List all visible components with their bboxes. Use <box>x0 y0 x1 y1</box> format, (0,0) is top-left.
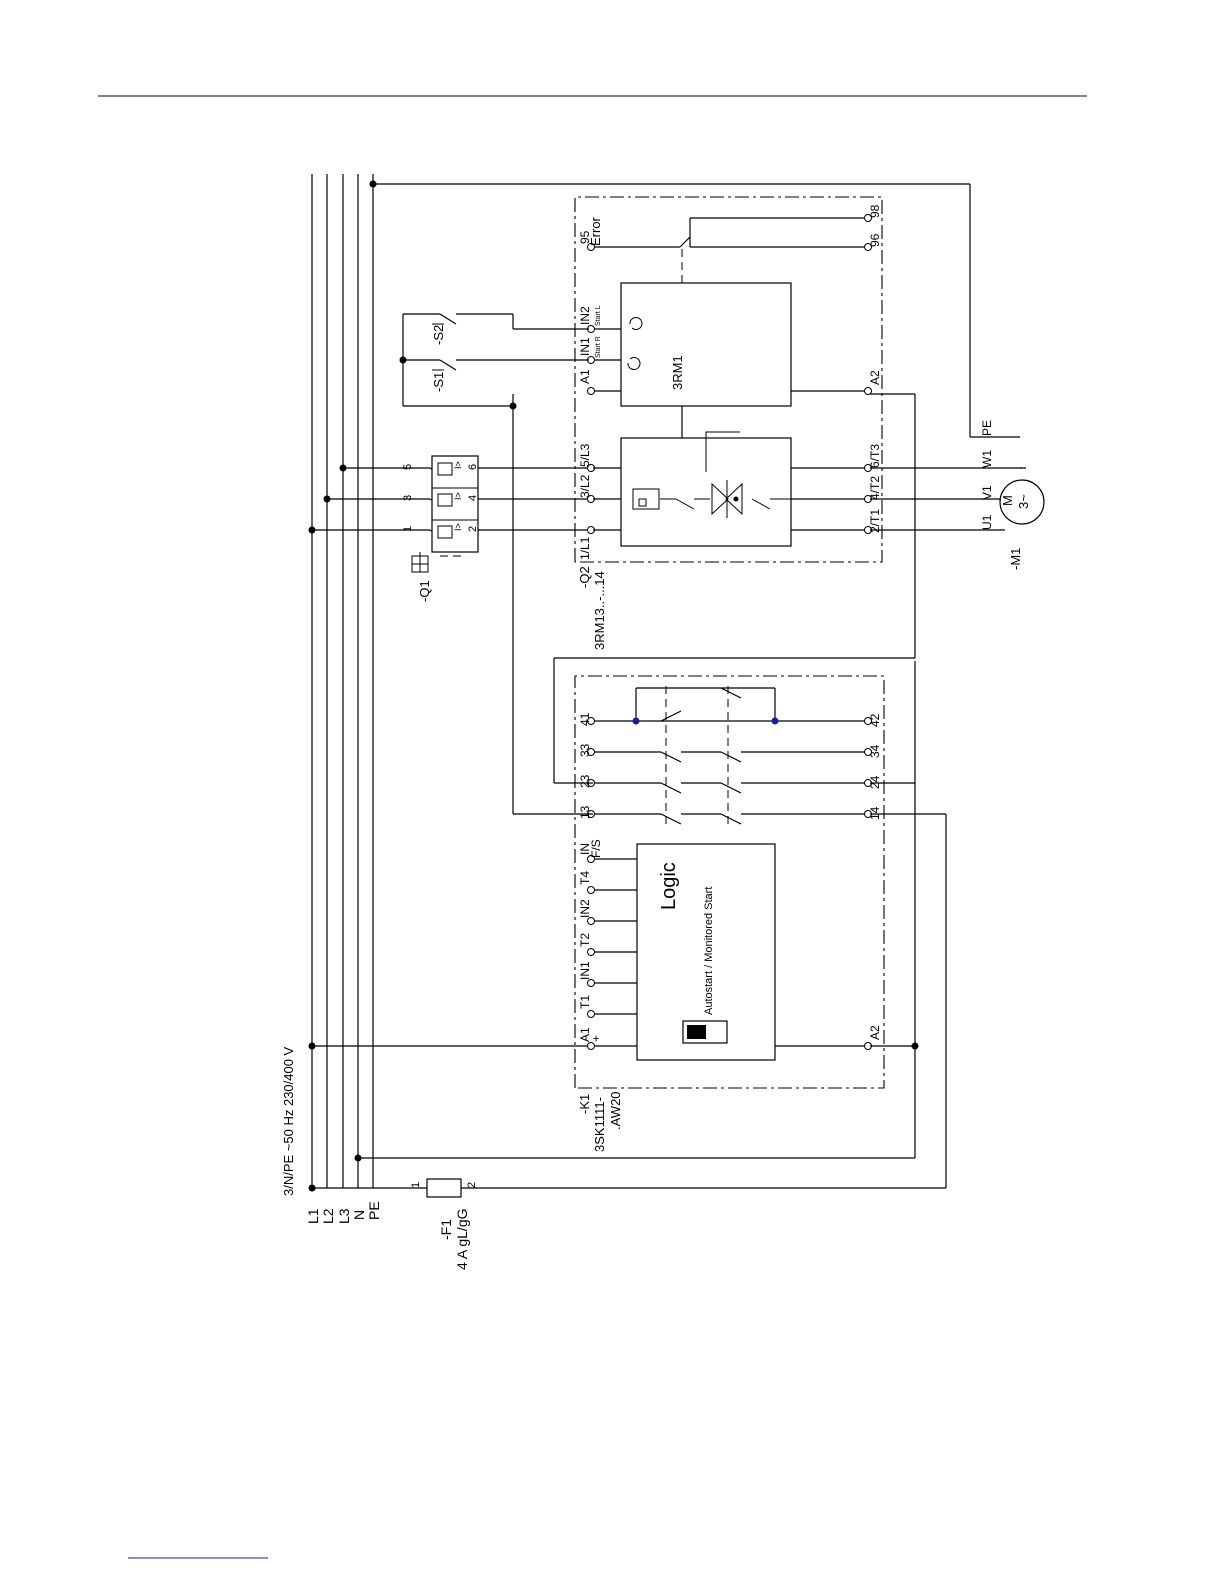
k1-terminal-41: 41 <box>578 712 592 726</box>
k1-terminal-42: 42 <box>868 713 882 727</box>
supply-buses <box>308 174 374 1192</box>
fuse-pin-2: 2 <box>466 1182 478 1188</box>
soft-starter-control-name: 3RM1 <box>670 355 685 390</box>
q2-terminal-a2: A2 <box>868 370 882 385</box>
q2-in2-sub: Start L <box>595 305 602 326</box>
k1-terminal-t1: T1 <box>578 995 592 1009</box>
motor-terminal-u1: U1 <box>980 514 994 530</box>
bus-label-l3: L3 <box>336 1208 352 1224</box>
q2-terminal-3-l2: 3/L2 <box>578 474 592 498</box>
q2-control-box <box>620 282 792 407</box>
safety-relay-type-2: .AW20 <box>608 1091 623 1130</box>
fuse-pin-1: 1 <box>410 1182 422 1188</box>
logic-title: Logic <box>658 862 680 910</box>
motor-m1 <box>369 180 1045 525</box>
logic-subtitle: Autostart / Monitored Start <box>703 887 715 1015</box>
breaker-pin-4: 4 <box>467 495 479 501</box>
k1-terminal-13: 13 <box>578 805 592 819</box>
k1-terminal-a2: A2 <box>868 1025 882 1040</box>
fuse-f1-body <box>426 1178 462 1198</box>
q2-terminal-2-t1: 2/T1 <box>868 509 882 533</box>
breaker-tag: -Q1 <box>417 580 432 602</box>
k1-terminal-34: 34 <box>868 744 882 758</box>
fuse-rating: 4 A gL/gG <box>454 1209 470 1271</box>
k1-terminal-24: 24 <box>868 775 882 789</box>
q2-terminal-4-t2: 4/T2 <box>868 476 882 500</box>
fuse-branch <box>312 814 947 1198</box>
breaker-pin-3: 3 <box>402 495 414 501</box>
k1-terminal-t4: T4 <box>578 871 592 885</box>
pushbutton-s2-tag: -S2 <box>431 325 446 345</box>
bus-label-n: N <box>351 1210 367 1220</box>
breaker-symbol-3: I> <box>453 461 463 469</box>
breaker-symbol-1: I> <box>453 523 463 531</box>
pushbutton-s1-tag: -S1 <box>431 372 446 392</box>
schematic-rotated <box>308 174 1045 1198</box>
k1-terminal-in1: IN1 <box>578 961 592 980</box>
labels: L1 L2 L3 N PE 3/N/PE ~50 Hz 230/400 V -F… <box>281 204 1031 1270</box>
q2-terminal-6-t3: 6/T3 <box>868 444 882 468</box>
soft-starter-type: 3RM13..-...14 <box>592 571 607 650</box>
q2-in1-sub: Start R <box>595 336 602 358</box>
q2-enclosure <box>574 196 883 563</box>
motor-terminal-v1: V1 <box>980 485 994 500</box>
safety-relay-type-1: 3SK1111- <box>592 1097 607 1152</box>
safety-relay-tag: -K1 <box>577 1094 592 1114</box>
k1-a1-sign: + <box>589 1035 603 1042</box>
q2-error-label: Error <box>588 216 603 246</box>
q2-terminal-5-l3: 5/L3 <box>578 443 592 467</box>
motor-tag: -M1 <box>1008 548 1023 570</box>
breaker-pin-5: 5 <box>402 464 414 470</box>
q2-terminal-96: 96 <box>868 233 882 247</box>
q2-terminal-a1: A1 <box>578 369 592 384</box>
soft-starter-tag: -Q2 <box>577 566 592 588</box>
breaker-symbol-2: I> <box>453 492 463 500</box>
q2-terminal-in1: IN1 <box>578 337 592 356</box>
bus-label-l2: L2 <box>320 1208 336 1224</box>
supply-spec: 3/N/PE ~50 Hz 230/400 V <box>281 1046 296 1196</box>
pushbuttons <box>399 313 589 406</box>
q2-control-terminals <box>587 214 872 395</box>
breaker-q1 <box>308 455 589 573</box>
k1-in-fs-sub: F/S <box>589 839 603 858</box>
breaker-pin-1: 1 <box>402 526 414 532</box>
q2-power-lines <box>587 431 1005 534</box>
q2-terminal-98: 98 <box>868 204 882 218</box>
k1-contacts <box>587 684 946 825</box>
k1-terminal-14: 14 <box>868 806 882 820</box>
k1-terminal-23: 23 <box>578 774 592 788</box>
motor-terminal-w1: W1 <box>980 450 994 468</box>
k1-terminal-a1: A1 <box>578 1027 592 1042</box>
fuse-tag: -F1 <box>438 1219 454 1240</box>
q2-terminal-in2: IN2 <box>578 306 592 325</box>
k1-terminal-33: 33 <box>578 743 592 757</box>
motor-symbol: M <box>1000 495 1015 506</box>
motor-terminal-pe: PE <box>980 420 994 436</box>
breaker-pin-6: 6 <box>467 464 479 470</box>
k1-terminal-t2: T2 <box>578 933 592 947</box>
bus-label-pe: PE <box>366 1201 382 1220</box>
q2-terminal-95: 95 <box>578 230 592 244</box>
k1-enclosure <box>574 675 885 1089</box>
breaker-pin-2: 2 <box>467 526 479 532</box>
bus-label-l1: L1 <box>305 1208 321 1224</box>
k1-terminal-in: IN <box>578 843 592 855</box>
k1-input-feeders <box>587 855 637 1018</box>
q2-terminal-1-l1: 1/L1 <box>578 536 592 560</box>
motor-phases: 3~ <box>1016 494 1031 509</box>
k1-terminal-in2: IN2 <box>578 899 592 918</box>
